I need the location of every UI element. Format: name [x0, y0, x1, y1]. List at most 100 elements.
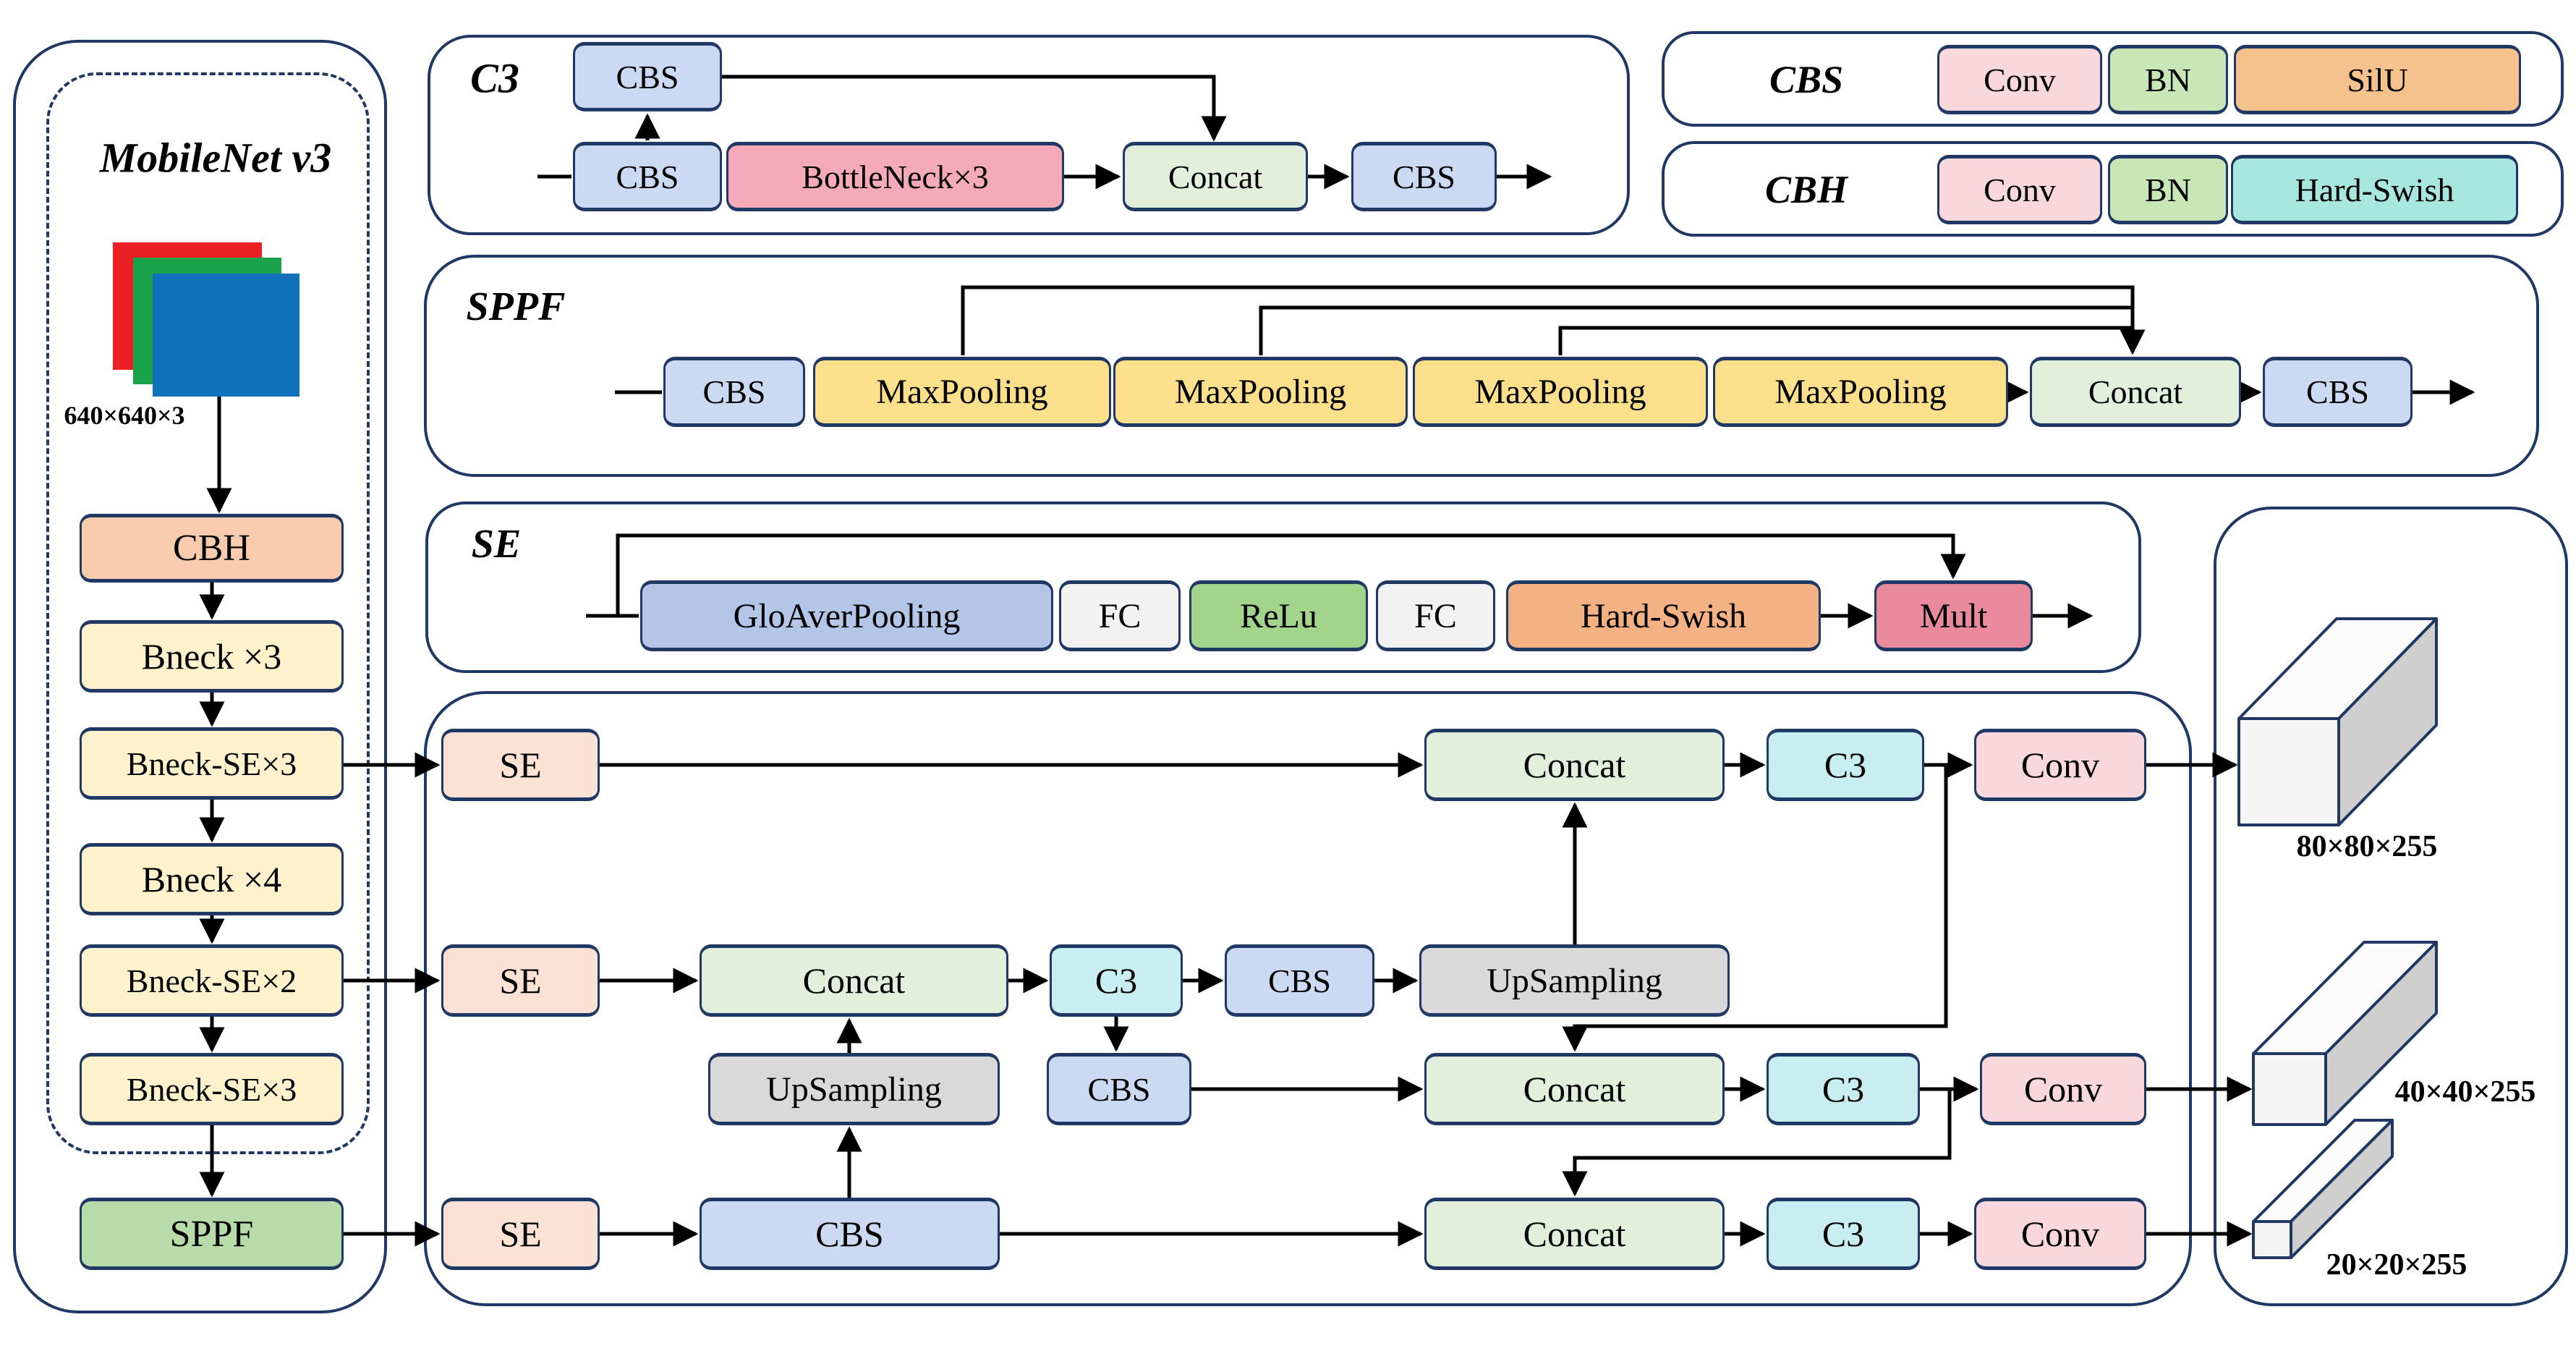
neck-conv-p4-label: Conv [2023, 1069, 2103, 1109]
neck-c3-p4-out: C3 [1767, 1053, 1920, 1125]
sppf-maxpooling-2: MaxPooling [1113, 357, 1408, 427]
backbone-bneck-se-x3-a: Bneck-SE×3 [80, 727, 344, 800]
neck-se-p4: SE [441, 944, 600, 1017]
neck-conv-p3-label: Conv [2020, 745, 2100, 785]
backbone-bneck-x3-label: Bneck ×3 [141, 636, 282, 677]
sppf-cbs-in-label: CBS [702, 373, 766, 410]
legend-cbs-bn: BN [2108, 45, 2228, 114]
input-channel-blue [153, 274, 299, 397]
sppf-cbs-out-label: CBS [2306, 373, 2369, 410]
neck-panel [424, 691, 2192, 1306]
sppf-concat-label: Concat [2088, 373, 2183, 410]
cbs-legend-panel-title: CBS [1769, 58, 1844, 101]
neck-c3-p3: C3 [1767, 729, 1924, 801]
legend-cbs-conv-label: Conv [1984, 61, 2056, 98]
c3-cbs-out-label: CBS [1393, 158, 1455, 195]
neck-cbs-down-p3-label: CBS [1087, 1070, 1151, 1108]
neck-c3-p4: C3 [1050, 944, 1183, 1017]
legend-cbh-bn-label: BN [2145, 171, 2191, 208]
edge-c3-p3-drop [1562, 765, 1948, 1052]
neck-se-p3-label: SE [499, 745, 542, 785]
edge-se-skip [616, 533, 1966, 616]
se-mult-label: Mult [1919, 596, 1988, 635]
edge-c3-p4out-drop [1562, 1089, 1952, 1197]
backbone-bneck-x4: Bneck ×4 [80, 843, 344, 915]
neck-concat-p5: Concat [1424, 1198, 1725, 1270]
se-fc-2: FC [1376, 580, 1495, 651]
se-fc-2-label: FC [1414, 596, 1457, 635]
c3-cbs-top-label: CBS [616, 58, 679, 96]
backbone-outer-panel [13, 40, 387, 1313]
edge-sppf-skip-2 [1259, 305, 2131, 355]
output-feature-80-front-face [2237, 717, 2340, 826]
se-module-panel [425, 501, 2141, 673]
c3-module-panel [428, 35, 1630, 235]
neck-c3-p3-label: C3 [1824, 745, 1867, 785]
edge-c3-skip [722, 75, 1227, 142]
neck-concat-p3-label: Concat [1523, 745, 1626, 785]
sppf-maxpooling-1: MaxPooling [813, 357, 1111, 427]
legend-cbh-hard-swish-label: Hard-Swish [2295, 171, 2454, 208]
backbone-cbh: CBH [80, 514, 344, 583]
neck-upsampling-p5-label: UpSampling [766, 1070, 942, 1109]
backbone-dashed-group-title: MobileNet v3 [99, 134, 332, 182]
neck-cbs-p5: CBS [700, 1198, 1000, 1270]
output-feature-80 [2237, 617, 2438, 826]
sppf-maxpooling-1-label: MaxPooling [876, 373, 1048, 411]
neck-cbs-p4: CBS [1225, 944, 1374, 1017]
se-hard-swish: Hard-Swish [1506, 580, 1821, 651]
backbone-cbh-label: CBH [173, 528, 250, 569]
neck-concat-p4: Concat [700, 944, 1008, 1017]
se-gloaverpooling: GloAverPooling [640, 580, 1053, 651]
neck-conv-p5: Conv [1974, 1198, 2146, 1270]
c3-bottleneck-x3-label: BottleNeck×3 [802, 158, 989, 195]
backbone-bneck-se-x2: Bneck-SE×2 [80, 944, 344, 1017]
legend-cbh-bn: BN [2108, 155, 2228, 224]
backbone-sppf-label: SPPF [169, 1213, 254, 1255]
edge-sppf-skip-3 [1558, 326, 2131, 355]
sppf-module-panel [424, 255, 2539, 477]
neck-cbs-p5-label: CBS [815, 1214, 884, 1254]
neck-cbs-p4-label: CBS [1268, 962, 1331, 999]
c3-cbs-in-label: CBS [616, 158, 679, 195]
output-feature-40 [2252, 941, 2438, 1126]
neck-concat-p4-out-label: Concat [1523, 1069, 1626, 1109]
neck-conv-p3: Conv [1974, 729, 2146, 801]
output-feature-20-label: 20×20×255 [2326, 1248, 2467, 1282]
neck-upsampling-p4-label: UpSampling [1487, 961, 1662, 1000]
se-gloaverpooling-label: GloAverPooling [733, 596, 961, 635]
sppf-maxpooling-4: MaxPooling [1713, 357, 2008, 427]
neck-se-p4-label: SE [499, 960, 542, 1001]
legend-cbh-conv-label: Conv [1984, 171, 2056, 208]
neck-conv-p4: Conv [1980, 1053, 2146, 1125]
neck-concat-p5-label: Concat [1523, 1214, 1626, 1254]
neck-concat-p4-label: Concat [802, 960, 906, 1001]
output-feature-20 [2252, 1119, 2394, 1259]
se-mult: Mult [1874, 580, 2033, 651]
c3-concat: Concat [1123, 142, 1308, 211]
c3-concat-label: Concat [1168, 158, 1263, 195]
legend-cbh-hard-swish: Hard-Swish [2231, 155, 2518, 224]
se-fc-1: FC [1059, 580, 1181, 651]
backbone-bneck-se-x3-b-label: Bneck-SE×3 [126, 1070, 297, 1108]
legend-cbh-conv: Conv [1937, 155, 2102, 224]
output-feature-40-label: 40×40×255 [2394, 1075, 2536, 1109]
sppf-concat: Concat [2030, 357, 2241, 427]
sppf-cbs-in: CBS [663, 357, 805, 427]
cbh-legend-panel [1662, 141, 2564, 237]
sppf-maxpooling-3: MaxPooling [1413, 357, 1708, 427]
output-panel [2214, 507, 2568, 1306]
backbone-bneck-x4-label: Bneck ×4 [141, 859, 282, 900]
cbs-legend-panel [1662, 31, 2564, 127]
neck-cbs-down-p3: CBS [1047, 1053, 1191, 1125]
backbone-bneck-x3: Bneck ×3 [80, 620, 344, 693]
cbh-legend-panel-title: CBH [1764, 168, 1848, 211]
c3-cbs-top: CBS [573, 42, 722, 111]
se-relu: ReLu [1189, 580, 1368, 651]
neck-se-p5-label: SE [499, 1214, 542, 1254]
neck-concat-p4-out: Concat [1424, 1053, 1725, 1125]
legend-cbs-silu-label: SilU [2347, 61, 2408, 98]
input-size-label: 640×640×3 [64, 401, 185, 430]
c3-cbs-out: CBS [1351, 142, 1497, 211]
legend-cbs-conv: Conv [1937, 45, 2102, 114]
